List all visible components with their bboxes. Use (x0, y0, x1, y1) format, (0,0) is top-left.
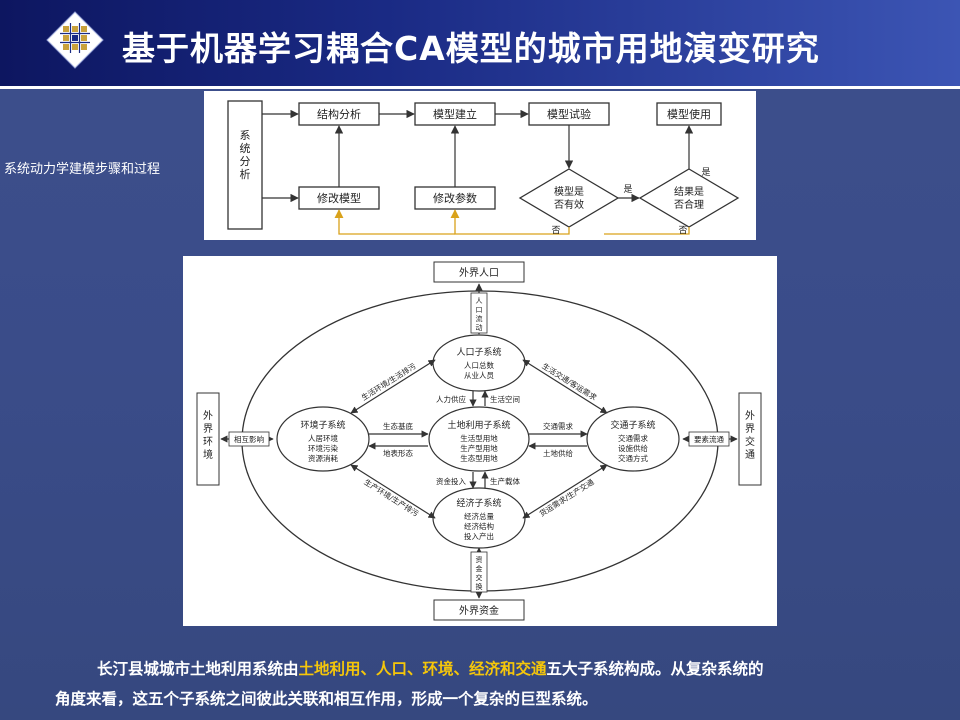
pop-item: 从业人员 (464, 370, 494, 380)
ext-traffic-box (738, 392, 762, 486)
ext-env-char: 外 (203, 410, 213, 422)
system-analysis-char: 系 (240, 129, 251, 142)
ext-env-char: 界 (203, 423, 213, 435)
reason-decision-diamond (638, 168, 740, 228)
env-item: 环境污染 (308, 443, 338, 453)
modify-params-label: 修改参数 (433, 191, 477, 205)
pop-flow-char: 人 (476, 297, 483, 305)
pop-flow-char: 动 (476, 323, 483, 332)
env-subsystem-title: 环境子系统 (300, 419, 345, 431)
pop-subsystem-title: 人口子系统 (456, 346, 501, 358)
ext-traffic-char: 界 (745, 423, 755, 435)
land-item: 生产型用地 (460, 443, 498, 453)
fund-exchange-char: 换 (476, 582, 483, 591)
traffic-demand-label: 交通需求 (543, 421, 573, 431)
traffic-item: 设施供给 (618, 443, 648, 453)
land-subsystem (428, 406, 530, 472)
traffic-item: 交通方式 (618, 453, 648, 463)
ext-traffic-char: 外 (745, 410, 755, 422)
land-item: 生态型用地 (460, 453, 498, 463)
ext-traffic-char: 通 (745, 449, 755, 461)
fund-input-label: 资金投入 (436, 476, 466, 486)
econ-item: 投入产出 (464, 531, 494, 541)
caption-highlight: 土地利用、人口、环境、经济和交通 (298, 660, 547, 678)
ext-pop-label: 外界人口 (459, 267, 499, 279)
caption-text: 长汀县城城市土地利用系统由 (97, 660, 299, 678)
system-analysis-char: 分 (240, 155, 251, 168)
fund-exchange-char: 交 (476, 573, 483, 582)
subsystem-panel: 外界人口 外界资金 外 界 环 境 外 界 交 通 人 口 流 动 资 金 交 … (183, 256, 777, 626)
traffic-item: 交通需求 (618, 433, 648, 443)
valid-decision-text: 否有效 (554, 198, 584, 211)
pop-traffic-arrow-label: 生活交通/客运需求 (540, 361, 599, 403)
no-label: 否 (551, 225, 560, 236)
structure-label: 结构分析 (317, 107, 361, 121)
econ-item: 经济总量 (464, 511, 494, 521)
ext-env-box (196, 392, 220, 486)
econ-item: 经济结构 (464, 521, 494, 531)
pop-flow-char: 流 (476, 314, 483, 323)
econ-subsystem-title: 经济子系统 (456, 497, 501, 509)
land-item: 生活型用地 (460, 433, 498, 443)
econ-env-arrow-label: 生产环境/生产排污 (362, 477, 421, 519)
reason-decision-text: 否合理 (674, 198, 704, 211)
env-item: 人居环境 (308, 433, 338, 443)
title-divider (0, 86, 960, 89)
caption-line-2: 角度来看，这五个子系统之间彼此关联和相互作用，形成一个复杂的巨型系统。 (55, 690, 598, 708)
side-label: 系统动力学建模步骤和过程 (4, 162, 161, 177)
env-item: 资源消耗 (308, 453, 338, 463)
econ-traffic-arrow-label: 货运需求/生产交通 (537, 476, 596, 518)
pop-flow-char: 口 (476, 306, 483, 314)
no-label: 否 (678, 225, 687, 236)
pop-item: 人口总数 (464, 360, 494, 370)
caption-line-1: 长汀县城城市土地利用系统由土地利用、人口、环境、经济和交通五大子系统构成。从复杂… (55, 654, 935, 684)
pop-env-arrow-label: 生活环境/生活排污 (359, 360, 418, 402)
flowchart-diagram: 系 统 分 析 结构分析 模型建立 模型试验 模型使用 修改模型 修改参数 模型… (227, 100, 740, 236)
valid-decision-diamond (518, 168, 620, 228)
traffic-subsystem-title: 交通子系统 (610, 419, 655, 431)
ext-fund-box (433, 599, 525, 621)
ext-fund-label: 外界资金 (459, 604, 499, 617)
land-supply-label: 土地供给 (543, 448, 573, 458)
caption-paragraph: 长汀县城城市土地利用系统由土地利用、人口、环境、经济和交通五大子系统构成。从复杂… (55, 654, 935, 714)
model-test-label: 模型试验 (547, 107, 591, 121)
model-use-box (656, 102, 722, 126)
labor-supply-label: 人力供应 (436, 394, 466, 404)
page-title: 基于机器学习耦合CA模型的城市用地演变研究 (122, 29, 820, 68)
reason-decision-text: 结果是 (674, 185, 704, 198)
caption-text: 五大子系统构成。从复杂系统的 (546, 660, 764, 678)
yes-label: 是 (623, 184, 632, 195)
model-use-label: 模型使用 (667, 107, 711, 121)
logo-icon (46, 11, 104, 69)
ext-pop-box (433, 261, 525, 283)
flowchart-panel: 系 统 分 析 结构分析 模型建立 模型试验 模型使用 修改模型 修改参数 模型… (204, 91, 756, 240)
eco-base-label: 生态基底 (383, 421, 413, 431)
system-analysis-char: 统 (240, 142, 251, 155)
env-subsystem (276, 406, 370, 472)
ext-env-char: 环 (203, 437, 213, 448)
land-subsystem-title: 土地利用子系统 (447, 419, 510, 431)
system-analysis-box (227, 100, 263, 230)
traffic-subsystem (586, 406, 680, 472)
subsystem-diagram: 外界人口 外界资金 外 界 环 境 外 界 交 通 人 口 流 动 资 金 交 … (196, 261, 762, 621)
living-space-label: 生活空间 (490, 394, 520, 404)
fund-exchange-char: 资 (476, 555, 483, 564)
yes-label: 是 (701, 167, 710, 178)
mutual-label: 相互影响 (234, 434, 264, 444)
system-analysis-char: 析 (240, 167, 251, 181)
ext-env-char: 境 (203, 448, 213, 461)
valid-decision-text: 模型是 (554, 185, 584, 198)
factor-flow-label: 要素流通 (694, 434, 724, 444)
model-build-label: 模型建立 (433, 107, 477, 121)
title-bar (0, 0, 960, 86)
prod-carrier-label: 生产载体 (490, 476, 520, 486)
modify-model-label: 修改模型 (317, 191, 361, 205)
fund-exchange-char: 金 (476, 564, 483, 573)
landform-label: 地表形态 (383, 448, 413, 458)
ext-traffic-char: 交 (745, 435, 755, 448)
